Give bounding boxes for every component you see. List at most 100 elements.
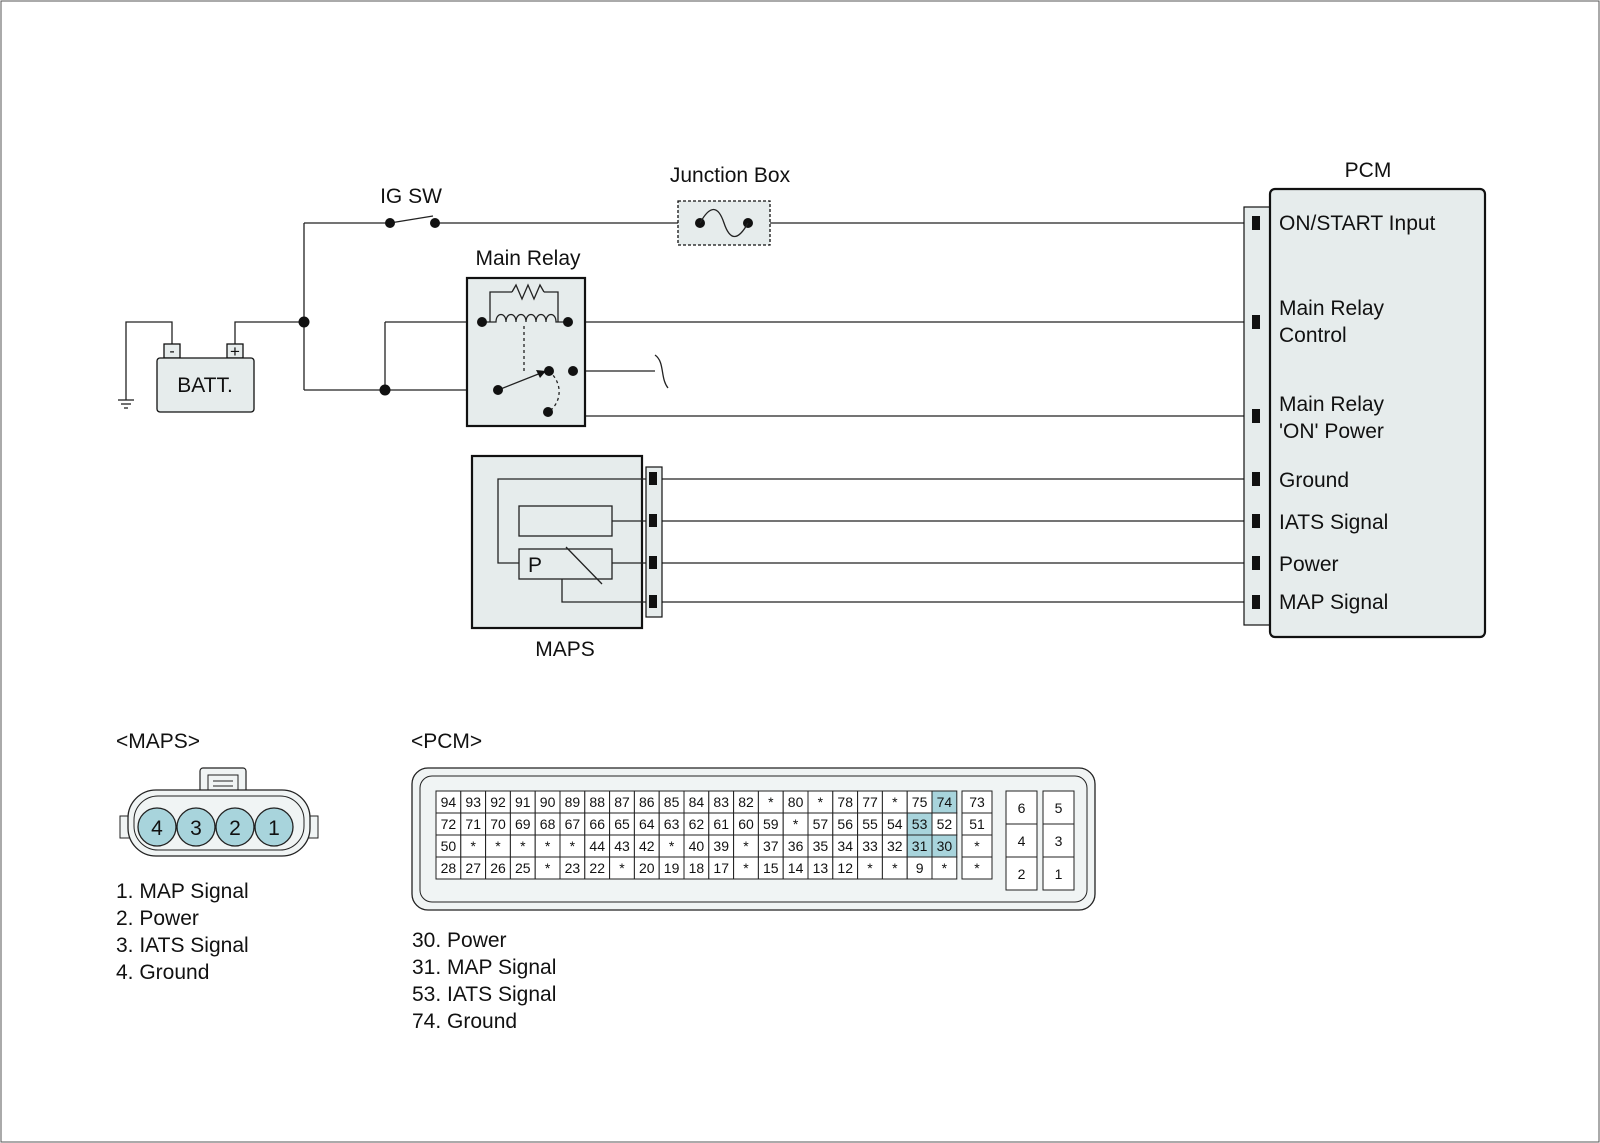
maps-legend-1: 1. MAP Signal [116, 880, 249, 903]
pcm-pin-cell: 53 [906, 812, 933, 836]
pcm-pin-cell: 65 [609, 812, 635, 836]
pcm-pin-label: 53 [912, 816, 928, 832]
pcm-pin-cell: 23 [559, 856, 586, 880]
pcm-pin-label: 34 [837, 838, 853, 854]
pcm-pin-label: * [470, 838, 476, 854]
pcm-pin-cell: 31 [906, 834, 933, 858]
battery-minus-label: - [169, 343, 174, 360]
pcm-pin-label: 63 [664, 816, 680, 832]
pcm-pin-label: * [495, 838, 501, 854]
pcm-pin-label: 40 [689, 838, 705, 854]
pcm-input-iats-signal: IATS Signal [1279, 511, 1388, 534]
pcm-label: PCM [1345, 159, 1392, 182]
pcm-pin-label: * [570, 838, 576, 854]
pcm-pin-label: 56 [837, 816, 853, 832]
pcm-pin-cell: 80 [782, 790, 809, 814]
pcm-pin-label: * [867, 860, 873, 876]
pcm-pin-label: 12 [837, 860, 853, 876]
pcm-pin-label: 39 [713, 838, 729, 854]
pcm-pin-cell: 2 [1005, 856, 1038, 891]
pcm-pin-label: 26 [490, 860, 506, 876]
pcm-pin-cell: 15 [757, 856, 784, 880]
pcm-pin-label: 3 [1055, 833, 1063, 849]
pcm-pin-cell: 6 [1005, 790, 1038, 825]
pcm-pin-label: * [793, 816, 799, 832]
pcm-pin-cell: 20 [633, 856, 660, 880]
pcm-pin-label: 54 [887, 816, 903, 832]
pcm-pin-label: 80 [788, 794, 804, 810]
pcm-pin-cell: 39 [708, 834, 735, 858]
pcm-pin-cell: 27 [460, 856, 487, 880]
pcm-pin-label: 31 [912, 838, 928, 854]
pcm-pin-cell: 84 [683, 790, 710, 814]
pcm-pin-cell: * [931, 856, 958, 880]
pcm-pin-cell: * [857, 856, 883, 880]
pcm-pin-cell: 78 [832, 790, 859, 814]
pcm-input-map-signal: MAP Signal [1279, 591, 1388, 614]
pcm-pin-label: * [743, 838, 749, 854]
pcm-pin-cell: 5 [1042, 790, 1075, 825]
pcm-pin-label: 67 [565, 816, 581, 832]
pcm-pin-label: 84 [689, 794, 705, 810]
pcm-pin-cell: 26 [485, 856, 511, 880]
pcm-pin-cell: * [961, 856, 993, 880]
pcm-pin-cell: 69 [509, 812, 536, 836]
pcm-pin-cell: * [485, 834, 511, 858]
pcm-connector-title: <PCM> [411, 730, 482, 753]
junction-box-label: Junction Box [670, 164, 791, 187]
pcm-pin-cell: 18 [683, 856, 710, 880]
pcm-pin-label: * [942, 860, 948, 876]
pcm-pin-label: * [619, 860, 625, 876]
maps-pin-label: 4 [151, 817, 163, 840]
pcm-pin-label: 74 [937, 794, 953, 810]
pcm-pin-cell: 9 [906, 856, 933, 880]
pcm-pin-label: 32 [887, 838, 903, 854]
pcm-pin-label: 50 [441, 838, 457, 854]
pcm-pin-label: * [974, 860, 980, 876]
pcm-pin-label: 37 [763, 838, 779, 854]
pcm-pin-cell: * [757, 790, 784, 814]
pcm-pin-label: 64 [639, 816, 655, 832]
pcm-pin-cell: 75 [906, 790, 933, 814]
pcm-pin-label: 22 [589, 860, 605, 876]
pcm-pin-label: * [520, 838, 526, 854]
maps-connector-title: <MAPS> [116, 730, 200, 753]
pcm-pin-cell: * [881, 856, 908, 880]
pcm-pin-label: * [545, 838, 551, 854]
pcm-pin-label: * [818, 794, 824, 810]
pcm-pin-label: 60 [738, 816, 754, 832]
pcm-pin-label: 42 [639, 838, 655, 854]
pcm-pin-cell: 68 [534, 812, 561, 836]
main-relay [465, 276, 587, 428]
pcm-pin-cell: 34 [832, 834, 859, 858]
pcm-input-main-relay-control: Main Relay [1279, 297, 1385, 320]
pcm-pin-label: 9 [916, 860, 924, 876]
pcm-pin-label: 71 [465, 816, 481, 832]
pcm-pin-cell: 52 [931, 812, 958, 836]
pcm-input-ground: Ground [1279, 469, 1349, 492]
pcm-pin-cell: 51 [961, 812, 993, 836]
pcm-pin-label: 68 [540, 816, 556, 832]
pcm-pin-cell: 92 [485, 790, 511, 814]
pcm-pin-cell: 40 [683, 834, 710, 858]
pcm-pin-cell: 67 [559, 812, 586, 836]
pcm-pin-cell: 85 [658, 790, 685, 814]
pcm-legend-2: 31. MAP Signal [412, 956, 556, 979]
pcm-pin-label: 57 [813, 816, 829, 832]
pcm-pin-cell: 88 [584, 790, 611, 814]
maps-sensor: P [470, 454, 663, 630]
pcm-pin-cell: 86 [633, 790, 660, 814]
pcm-pin-label: * [743, 860, 749, 876]
pcm-pin-label: 93 [465, 794, 481, 810]
maps-label: MAPS [535, 638, 595, 661]
pcm-pin-cell: 72 [435, 812, 462, 836]
pcm-pin-label: 13 [813, 860, 829, 876]
pcm-pin-label: 69 [515, 816, 531, 832]
pcm-pin-cell: 73 [961, 790, 993, 814]
pcm-pin-label: 91 [515, 794, 531, 810]
pcm-pin-label: 70 [490, 816, 506, 832]
maps-connector-pin: 3 [176, 807, 216, 847]
pcm-pin-label: 88 [589, 794, 605, 810]
maps-connector-pin: 1 [254, 807, 294, 847]
